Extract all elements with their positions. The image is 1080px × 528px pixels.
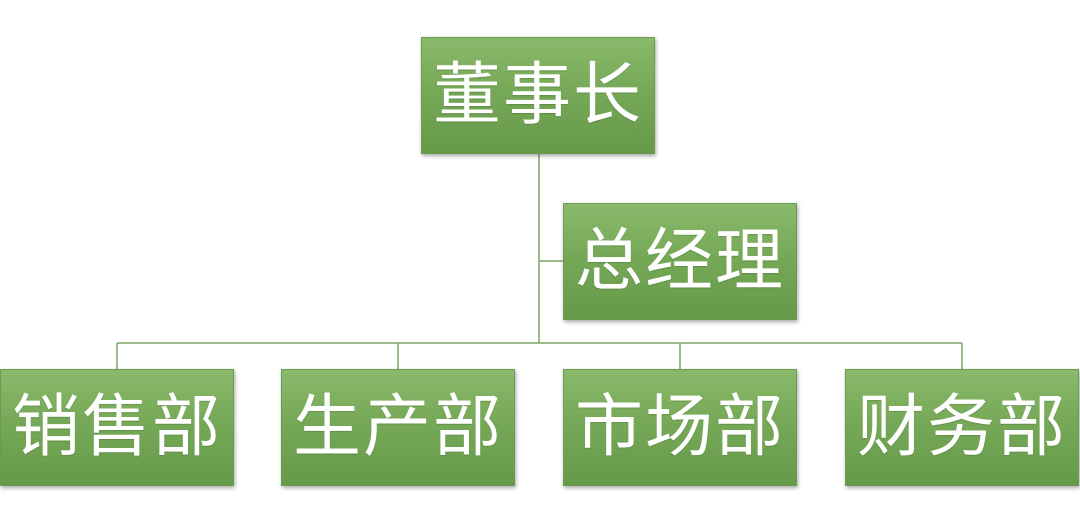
node-sales-dept: 销售部 [0, 369, 234, 486]
node-chairman: 董事长 [421, 37, 655, 154]
node-general-manager-label: 总经理 [574, 221, 785, 301]
node-chairman-label: 董事长 [432, 55, 643, 135]
node-marketing-dept-label: 市场部 [574, 387, 785, 467]
node-finance-dept: 财务部 [845, 369, 1079, 486]
node-production-dept-label: 生产部 [292, 387, 503, 467]
node-production-dept: 生产部 [281, 369, 515, 486]
node-general-manager: 总经理 [563, 203, 797, 320]
node-marketing-dept: 市场部 [563, 369, 797, 486]
node-finance-dept-label: 财务部 [856, 387, 1067, 467]
node-sales-dept-label: 销售部 [11, 387, 222, 467]
